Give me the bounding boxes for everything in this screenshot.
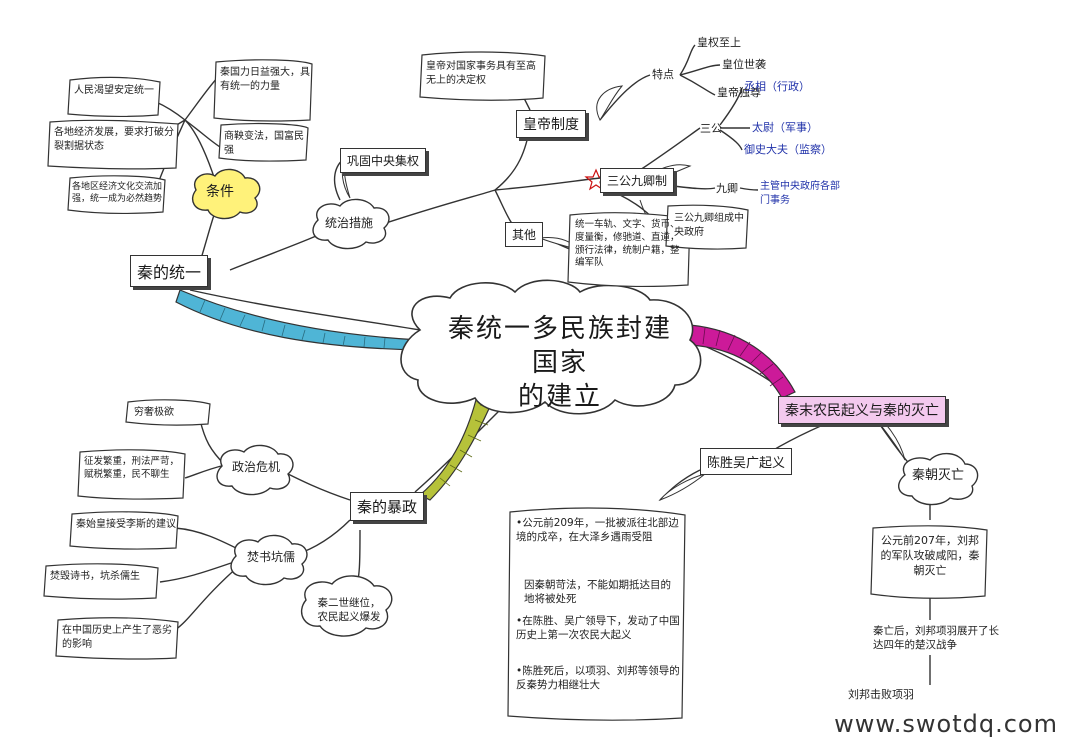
sangong-item-2: 太尉（军事）	[752, 121, 818, 134]
crisis-item-1: 穷奢极欲	[134, 407, 174, 418]
qin-fall-after: 秦亡后，刘邦项羽展开了长达四年的楚汉战争	[873, 625, 999, 652]
chensheng-desc-4: •陈胜死后，以项羽、刘邦等领导的反秦势力相继壮大	[516, 665, 680, 692]
emperor-trait-3: 皇帝独尊	[717, 86, 761, 99]
condition-item-4: 商鞅变法，国富民强	[224, 131, 304, 156]
book-item-2: 焚毁诗书，坑杀儒生	[50, 571, 140, 582]
jiuqing-label: 九卿	[716, 182, 738, 195]
central-power-box: 巩固中央集权	[340, 148, 427, 173]
condition-item-2: 各地经济发展，要求打破分裂割据状态	[54, 127, 174, 152]
sangong-item-1: 丞相（行政）	[744, 80, 810, 93]
main-branch-qin-fall: 秦末农民起义与秦的灭亡	[778, 396, 946, 424]
sangong-jiuqing-box: 三公九卿制	[600, 168, 675, 193]
book-item-3: 在中国历史上产生了恶劣的影响	[62, 625, 172, 650]
emperor-desc: 皇帝对国家事务具有至高无上的决定权	[426, 61, 536, 86]
other-measures-box: 其他	[505, 222, 544, 247]
qin-fall-label: 秦朝灭亡	[912, 468, 965, 483]
sangong-label: 三公	[700, 122, 722, 135]
emperor-trait-1: 皇权至上	[697, 36, 741, 49]
chensheng-desc-1: •公元前209年，一批被派往北部边境的戍卒，在大泽乡遇雨受阻	[516, 517, 679, 544]
watermark: www.swotdq.com	[834, 710, 1058, 738]
chensheng-desc-2: 因秦朝苛法，不能如期抵达目的地将被处死	[524, 579, 671, 606]
central-topic: 秦统一多民族封建国家 的建立	[435, 312, 685, 414]
book-burning-label: 焚书坑儒	[247, 550, 296, 564]
condition-item-5: 秦国力日益强大，具有统一的力量	[220, 67, 310, 92]
chensheng-desc-3: •在陈胜、吴广领导下，发动了中国历史上第一次农民大起义	[516, 615, 680, 642]
main-branch-qin-tyranny: 秦的暴政	[350, 492, 425, 521]
qin-fall-desc: 公元前207年，刘邦的军队攻破咸阳，秦朝灭亡	[880, 534, 980, 577]
central-topic-line2: 的建立	[517, 382, 602, 412]
crisis-item-2: 征发繁重，刑法严苛，赋税繁重，民不聊生	[84, 456, 180, 480]
second-emperor-note: 秦二世继位，农民起义爆发	[317, 597, 381, 624]
conditions-label: 条件	[206, 184, 234, 200]
measures-label: 统治措施	[325, 216, 374, 230]
other-measures-desc: 统一车轨、文字、货币、度量衡，修驰道、直道，颁行法律，统制户籍，整编军队	[575, 219, 680, 269]
jiuqing-desc: 主管中央政府各部门事务	[760, 181, 840, 206]
sangong-item-3: 御史大夫（监察）	[744, 143, 832, 156]
crisis-label: 政治危机	[232, 460, 281, 474]
qin-fall-end: 刘邦击败项羽	[848, 688, 914, 701]
book-item-1: 秦始皇接受李斯的建议	[76, 519, 176, 530]
emperor-system-box: 皇帝制度	[516, 110, 586, 138]
emperor-traits-label: 特点	[652, 68, 674, 81]
chensheng-box: 陈胜吴广起义	[700, 448, 793, 475]
condition-item-3: 各地区经济文化交流加强，统一成为必然趋势	[72, 182, 163, 205]
emperor-trait-2: 皇位世袭	[722, 58, 766, 71]
condition-item-1: 人民渴望安定统一	[74, 85, 154, 96]
central-topic-line1: 秦统一多民族封建国家	[447, 314, 672, 378]
main-branch-qin-unification: 秦的统一	[130, 255, 209, 287]
sangong-summary: 三公九卿组成中央政府	[674, 213, 744, 238]
